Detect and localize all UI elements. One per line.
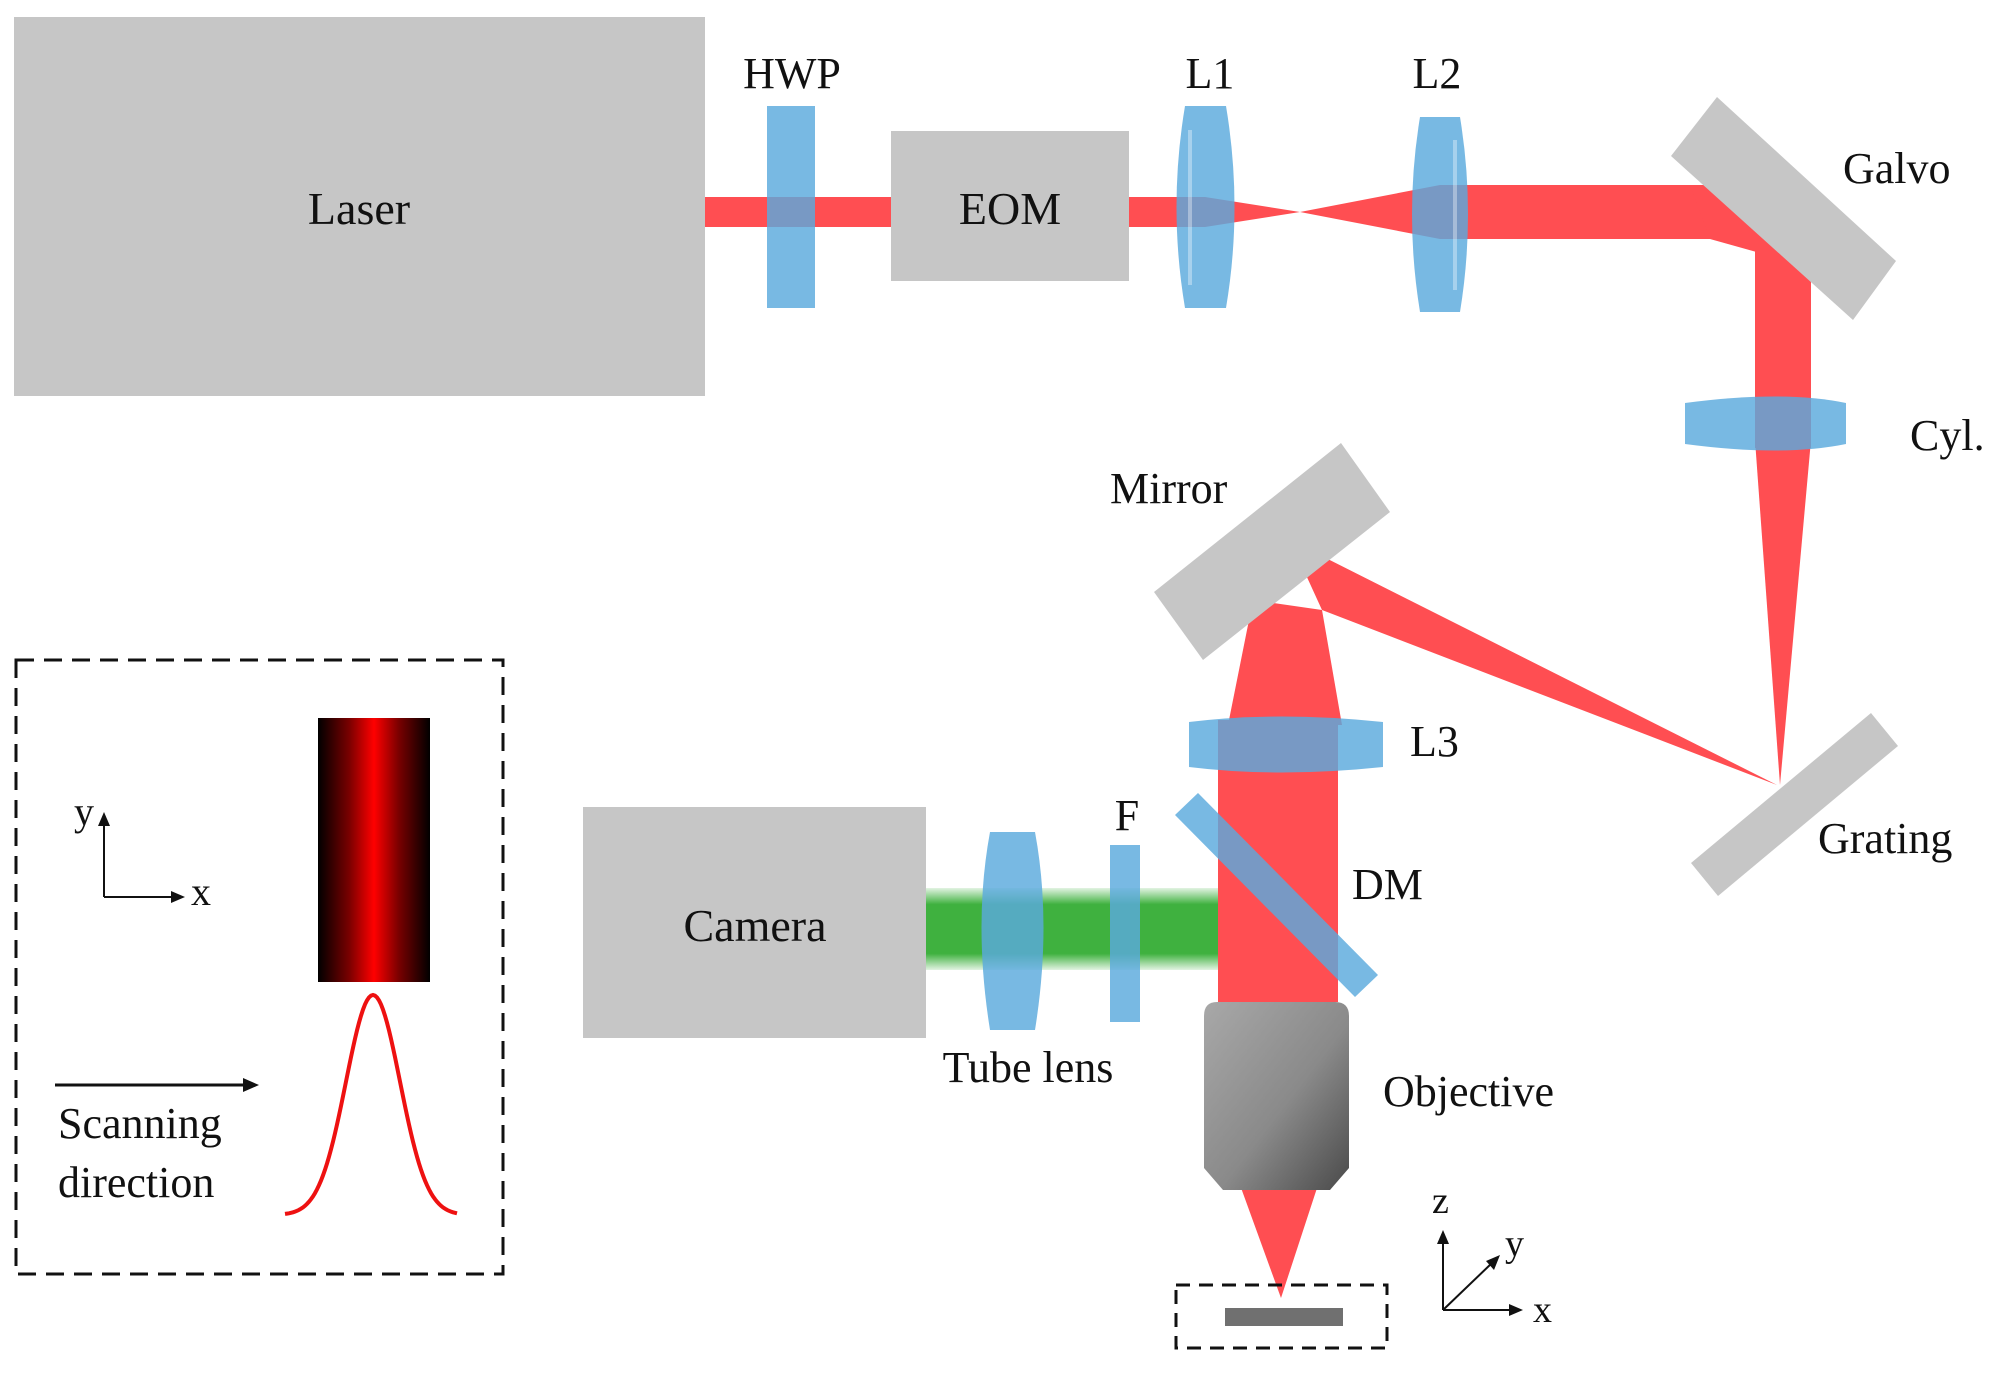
- cyl-label: Cyl.: [1910, 411, 1985, 460]
- laser-label: Laser: [308, 183, 410, 234]
- sample-slide: [1225, 1308, 1343, 1326]
- objective-lens: [1204, 1002, 1349, 1190]
- y-axis: [1442, 1261, 1494, 1311]
- dichroic-mirror: [1175, 793, 1378, 997]
- eom-label: EOM: [959, 183, 1061, 234]
- x-arrowhead: [1509, 1304, 1523, 1316]
- l2-lens: [1412, 117, 1468, 312]
- camera-label: Camera: [683, 900, 826, 951]
- filter-f: [1110, 845, 1140, 1022]
- tube-lens: [981, 832, 1044, 1030]
- grating-label: Grating: [1818, 814, 1952, 863]
- line-focus-stripe: [318, 718, 430, 982]
- sample-region: [1174, 1283, 1389, 1350]
- laser-box: [14, 17, 705, 396]
- beam-focus-to-l2: [1300, 185, 1440, 239]
- hwp-plate: [767, 106, 815, 308]
- inset-x-arrowhead: [171, 891, 185, 903]
- inset-y-arrowhead: [98, 812, 110, 826]
- inset-x-label: x: [191, 869, 211, 914]
- tube-lens-label: Tube lens: [943, 1043, 1114, 1092]
- camera-box: [583, 807, 926, 1038]
- beam-mirror-to-l3: [1228, 600, 1342, 725]
- galvo-mirror: [1671, 97, 1896, 320]
- beam-cyl-to-grating: [1755, 440, 1811, 785]
- galvo-label: Galvo: [1843, 144, 1951, 193]
- cylindrical-lens: [1685, 396, 1846, 451]
- inset-y-label: y: [74, 789, 94, 834]
- emission-beam: [920, 888, 1218, 970]
- beam-objective-to-sample: [1240, 1185, 1318, 1298]
- inset-border: [14, 658, 505, 1276]
- y-axis-label: y: [1505, 1223, 1524, 1265]
- scanning-arrowhead: [243, 1078, 259, 1092]
- mirror: [1154, 443, 1390, 660]
- dm-label: DM: [1352, 860, 1423, 909]
- scanning-label-line1: Scanning: [58, 1099, 222, 1148]
- z-arrowhead: [1437, 1230, 1449, 1244]
- l1-label: L1: [1186, 49, 1235, 98]
- l3-lens: [1189, 716, 1383, 773]
- y-arrowhead: [1486, 1255, 1500, 1270]
- scan-inset-panel: y x Scanning direction: [14, 658, 505, 1276]
- l1-lens: [1176, 106, 1235, 308]
- eom-box: [891, 131, 1129, 281]
- l2-label: L2: [1413, 49, 1462, 98]
- mirror-label: Mirror: [1110, 464, 1228, 513]
- f-label: F: [1115, 791, 1139, 840]
- z-axis-label: z: [1432, 1180, 1449, 1222]
- x-axis-label: x: [1533, 1289, 1552, 1331]
- beam-grating-to-mirror: [1290, 540, 1777, 785]
- objective-label: Objective: [1383, 1067, 1554, 1116]
- gaussian-profile: [284, 992, 458, 1216]
- grating: [1691, 713, 1898, 896]
- scanning-label-line2: direction: [58, 1158, 214, 1207]
- beam-l2-to-galvo: [1440, 185, 1710, 239]
- l3-label: L3: [1410, 717, 1459, 766]
- xyz-axes: z y x: [1432, 1180, 1552, 1331]
- hwp-label: HWP: [743, 49, 841, 98]
